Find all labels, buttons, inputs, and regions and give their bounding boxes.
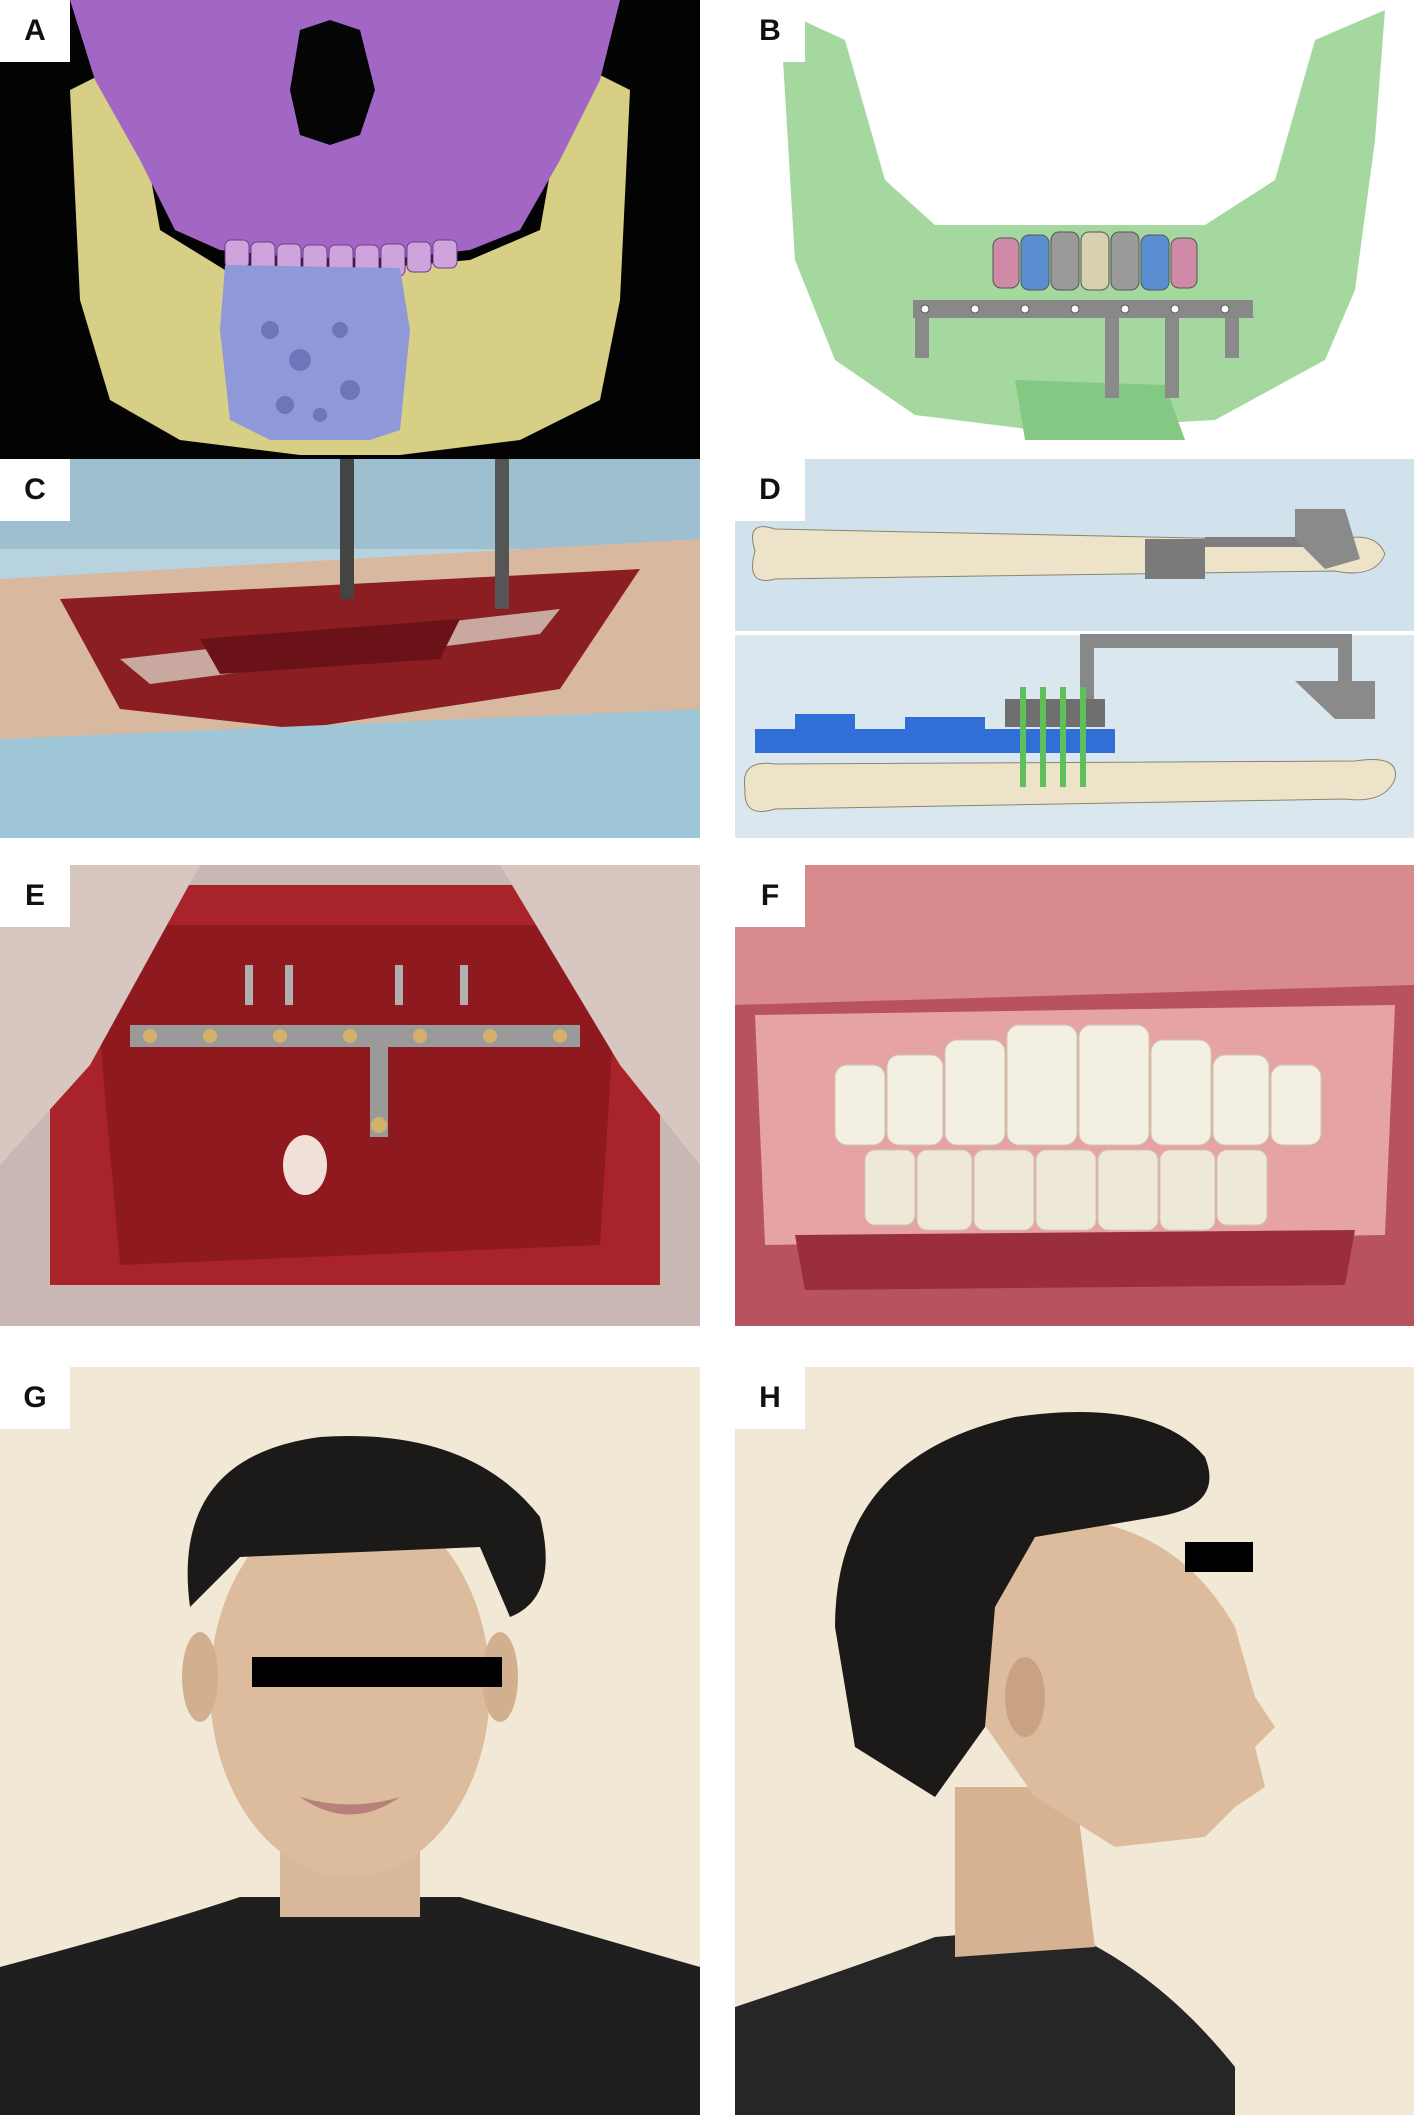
eye-redaction-bar	[1185, 1542, 1253, 1572]
patient-frontal-photo	[0, 1367, 700, 2115]
panel-label: G	[0, 1367, 70, 1429]
panel-label: A	[0, 0, 70, 62]
panel-d: D	[735, 459, 1414, 838]
panel-label: H	[735, 1367, 805, 1429]
panel-label: B	[735, 0, 805, 62]
surgery-photo-fibula	[0, 459, 700, 838]
surgery-photo-plate	[0, 865, 700, 1326]
panel-f: F	[735, 865, 1414, 1326]
fibula-guide-render	[735, 459, 1414, 838]
panel-a: A	[0, 0, 700, 459]
eye-redaction-bar	[252, 1657, 502, 1687]
panel-label: D	[735, 459, 805, 521]
panel-label: C	[0, 459, 70, 521]
panel-h: H	[735, 1367, 1414, 2115]
panel-label: F	[735, 865, 805, 927]
skull-3d-render	[0, 0, 700, 459]
panel-e: E	[0, 865, 700, 1326]
patient-profile-photo	[735, 1367, 1414, 2115]
panel-c: C	[0, 459, 700, 838]
panel-b: B	[735, 0, 1414, 459]
dentition-photo	[735, 865, 1414, 1326]
panel-g: G	[0, 1367, 700, 2115]
mandible-plan-render	[735, 0, 1414, 459]
panel-label: E	[0, 865, 70, 927]
